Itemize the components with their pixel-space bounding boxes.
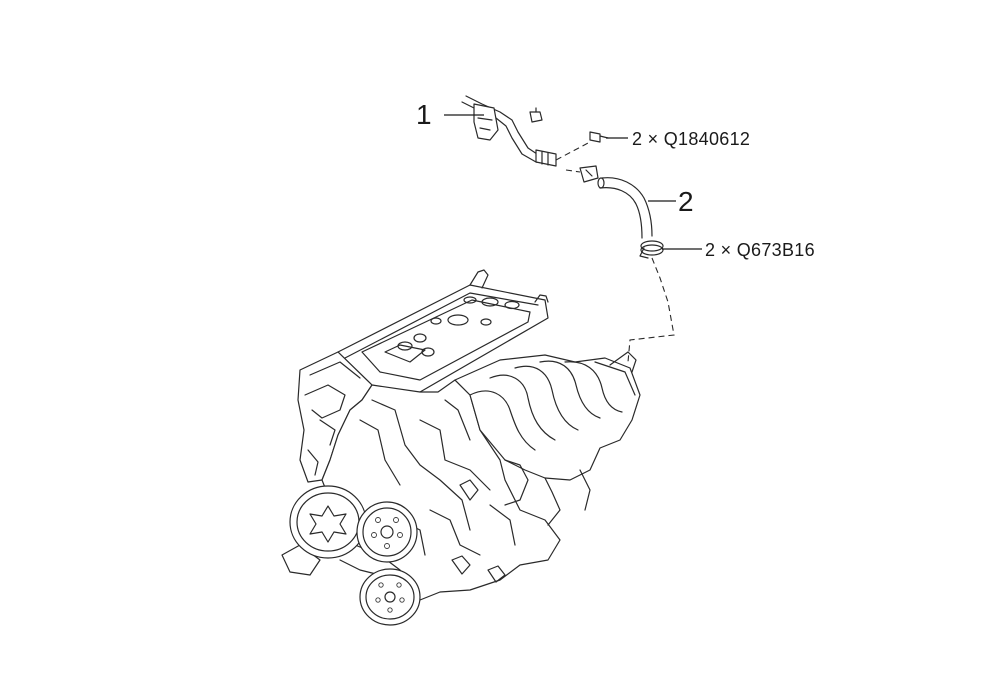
part-2-hose (597, 177, 653, 239)
bolt-q1840612 (589, 131, 609, 143)
callout-bolt: 2 × Q1840612 (606, 129, 750, 149)
callout-clamp-label: 2 × Q673B16 (705, 240, 815, 260)
part-1-breather-pipe (461, 95, 557, 167)
callout-1-number: 1 (416, 99, 432, 130)
small-bolt-1 (529, 107, 543, 123)
callout-bolt-label: 2 × Q1840612 (632, 129, 750, 149)
callout-clamp: 2 × Q673B16 (662, 240, 815, 260)
valve-cover (337, 269, 549, 396)
clip-fitting (579, 165, 599, 183)
callout-1: 1 (416, 99, 484, 130)
hose-clamp (639, 240, 664, 259)
hose-route-dash-line (627, 257, 675, 363)
timing-cover (297, 351, 373, 483)
callout-2: 2 (648, 186, 694, 217)
callout-2-number: 2 (678, 186, 694, 217)
intake-manifold (454, 351, 641, 526)
lower-pulley (359, 568, 421, 626)
clip-dash-line (565, 169, 581, 173)
bolt-dash-line (555, 141, 591, 161)
engine-illustration (281, 269, 641, 626)
idler-pulley (356, 501, 418, 563)
crankshaft-pulley (289, 485, 367, 559)
